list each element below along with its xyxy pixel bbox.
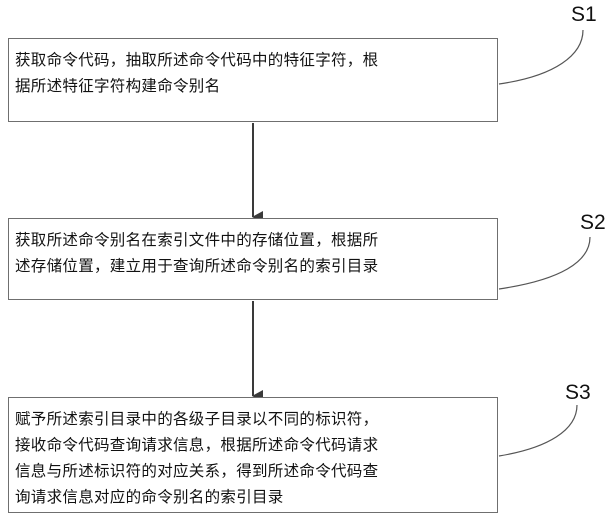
leader-curve-s2: [499, 237, 590, 289]
step-box-s1: 获取命令代码，抽取所述命令代码中的特征字符，根 据所述特征字符构建命令别名: [8, 38, 498, 122]
step-s2-line: 述存储位置，建立用于查询所述命令别名的索引目录: [15, 253, 491, 279]
step-s1-line: 获取命令代码，抽取所述命令代码中的特征字符，根: [15, 47, 491, 73]
step-s3-line: 接收命令代码查询请求信息，根据所述命令代码请求: [15, 432, 491, 458]
step-s2-line: 获取所述命令别名在索引文件中的存储位置，根据所: [15, 227, 491, 253]
step-s3-line: 询请求信息对应的命令别名的索引目录: [15, 484, 491, 510]
step-text-s1: 获取命令代码，抽取所述命令代码中的特征字符，根 据所述特征字符构建命令别名: [15, 47, 491, 99]
leader-curve-s1: [499, 30, 583, 84]
step-text-s2: 获取所述命令别名在索引文件中的存储位置，根据所 述存储位置，建立用于查询所述命令…: [15, 227, 491, 279]
step-s1-line: 据所述特征字符构建命令别名: [15, 73, 491, 99]
step-label-s1: S1: [571, 3, 597, 27]
step-label-s2: S2: [580, 211, 606, 235]
leader-curve-s3: [499, 405, 577, 456]
step-s3-line: 赋予所述索引目录中的各级子目录以不同的标识符，: [15, 406, 491, 432]
step-box-s3: 赋予所述索引目录中的各级子目录以不同的标识符， 接收命令代码查询请求信息，根据所…: [8, 397, 498, 513]
step-box-s2: 获取所述命令别名在索引文件中的存储位置，根据所 述存储位置，建立用于查询所述命令…: [8, 218, 498, 300]
step-text-s3: 赋予所述索引目录中的各级子目录以不同的标识符， 接收命令代码查询请求信息，根据所…: [15, 406, 491, 510]
step-label-s3: S3: [565, 381, 591, 405]
step-s3-line: 信息与所述标识符的对应关系，得到所述命令代码查: [15, 458, 491, 484]
